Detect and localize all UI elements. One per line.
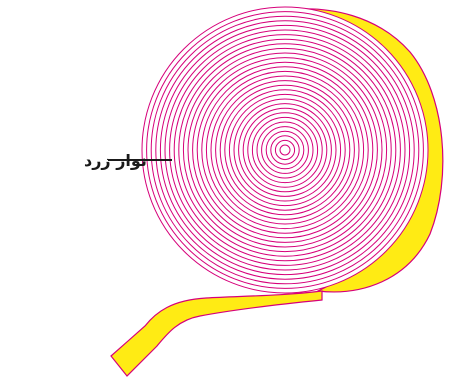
roll-windings [142,7,428,293]
unrolled-tape-strip [111,291,322,376]
winding-ring [142,7,428,293]
callout-label: نوار زرد [84,151,147,170]
